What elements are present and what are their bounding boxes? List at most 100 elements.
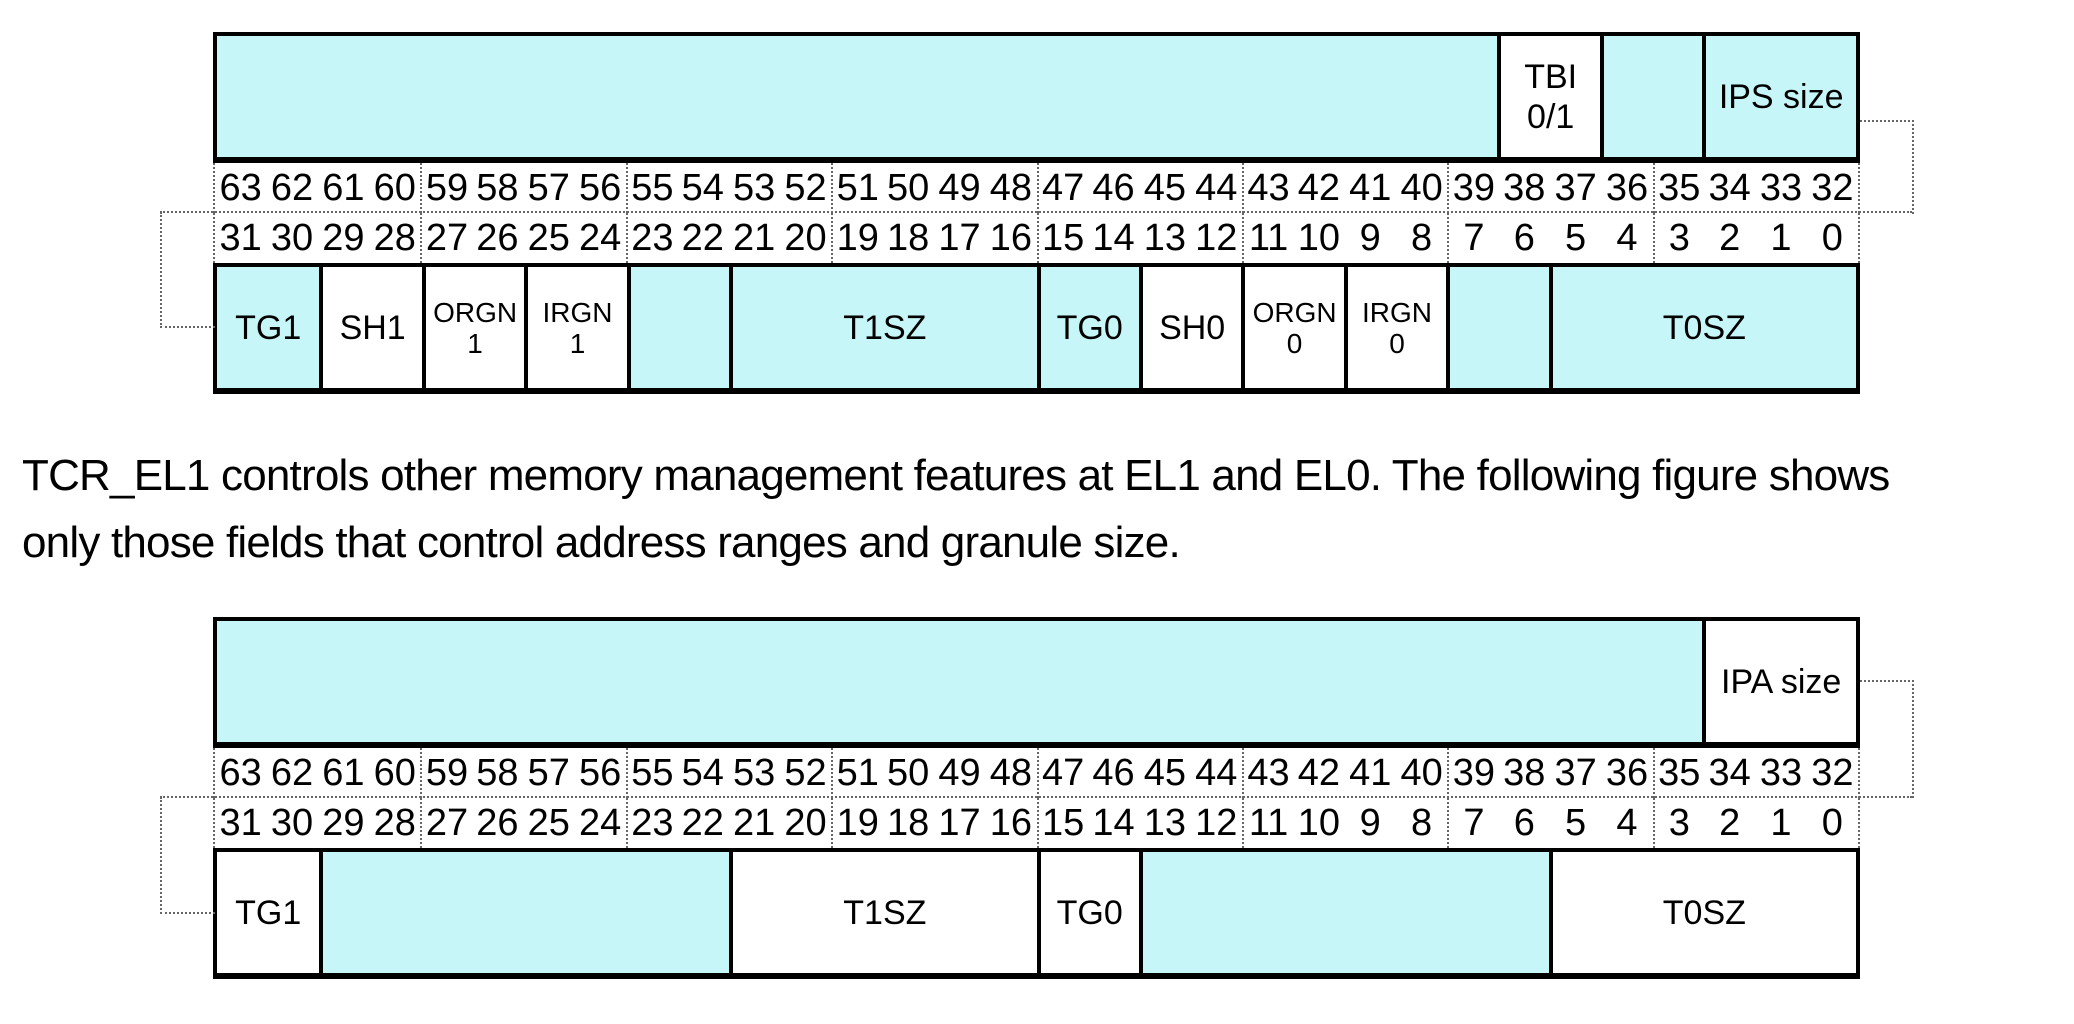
bit-number: 56 [578,166,622,209]
bit-number: 24 [578,216,622,259]
bit-number: 61 [322,166,365,209]
field-tg0: TG0 [1036,267,1139,388]
bit-number: 28 [373,216,416,259]
bit-number: 6 [1513,216,1535,259]
bit-number: 55 [625,163,677,213]
continuation-connector-right-bottom [1860,680,1914,798]
bit-number: 21 [732,801,776,844]
field-reserved [1446,267,1549,388]
description-line-2: only those fields that control address r… [22,518,1181,567]
bit-number: 12 [1195,216,1238,259]
bit-number: 58 [476,751,519,794]
bit-number: 62 [270,166,314,209]
bit-number: 49 [938,166,981,209]
bit-number: 8 [1411,216,1433,259]
bit-number: 46 [1092,751,1135,794]
bit-number: 32 [1811,166,1854,209]
bit-number: 15 [1036,798,1088,848]
bit-number: 44 [1195,166,1238,209]
bit-number: 42 [1297,166,1341,209]
bit-number: 35 [1652,163,1704,213]
bit-number: 50 [887,166,930,209]
field-label: T0SZ [1662,893,1746,932]
bit-number: 12 [1195,801,1238,844]
bit-number: 29 [322,801,365,844]
bit-number: 35 [1652,748,1704,798]
bit-number: 30 [270,216,314,259]
bit-number: 19 [831,798,882,848]
bit-number: 26 [476,801,519,844]
bit-number: 14 [1092,801,1135,844]
bit-number: 8 [1411,801,1433,844]
bit-number: 25 [527,216,570,259]
field-label: 1 [467,327,483,359]
continuation-connector-left-bottom [160,797,215,914]
bit-number: 51 [831,163,882,213]
field-t0sz: T0SZ [1548,852,1856,973]
bit-number: 7 [1447,798,1498,848]
field-t1sz: T1SZ [729,852,1037,973]
bit-number: 41 [1349,751,1392,794]
bit-number: 56 [578,751,622,794]
bit-number: 36 [1605,751,1649,794]
bit-number: 63 [219,751,262,794]
field-t0sz: T0SZ [1548,267,1856,388]
bit-number: 3 [1652,213,1704,263]
bit-number: 52 [784,166,827,209]
bit-number: 48 [989,751,1032,794]
bit-number: 46 [1092,166,1135,209]
continuation-line-bottom [160,796,1912,798]
field-label: TG0 [1056,308,1123,347]
field-label: T1SZ [843,308,927,347]
bit-number: 21 [732,216,776,259]
field-reserved [626,267,730,388]
bit-number: 32 [1811,751,1854,794]
field-sh1: SH1 [319,267,422,388]
bit-number: 51 [831,748,882,798]
bit-number: 52 [784,751,827,794]
bit-number: 1 [1770,801,1792,844]
field-label: ORGN [1252,296,1337,328]
field-label: IRGN [542,296,613,328]
field-label: TG1 [235,893,302,932]
bit-number: 20 [784,801,827,844]
bit-number: 57 [527,166,570,209]
bit-number: 16 [989,216,1032,259]
bit-number: 19 [831,213,882,263]
bit-number: 45 [1143,166,1186,209]
bit-number: 17 [938,801,981,844]
bit-number: 39 [1447,748,1498,798]
bit-number: 37 [1554,751,1597,794]
bit-number: 50 [887,751,930,794]
bit-number: 2 [1719,216,1741,259]
bit-number: 26 [476,216,519,259]
field-reserved [217,36,1498,157]
field-label: SH0 [1159,308,1226,347]
field-label: 0 [1286,327,1303,359]
bit-number: 29 [322,216,365,259]
continuation-connector-right-top [1860,120,1914,214]
field-reserved [1138,852,1549,973]
bit-number: 23 [625,213,677,263]
field-ips-size: IPS size [1702,36,1856,157]
bit-number: 43 [1241,748,1293,798]
bit-number: 54 [681,166,724,209]
field-reserved [1599,36,1703,157]
bit-number: 4 [1616,216,1638,259]
bit-number: 22 [681,216,724,259]
bit-number: 23 [625,798,677,848]
field-tg1: TG1 [217,852,320,973]
field-tg0: TG0 [1036,852,1139,973]
bit-number: 30 [270,801,314,844]
bit-number: 0 [1821,801,1843,844]
field-sh0: SH0 [1138,267,1242,388]
bit-number: 13 [1143,216,1186,259]
